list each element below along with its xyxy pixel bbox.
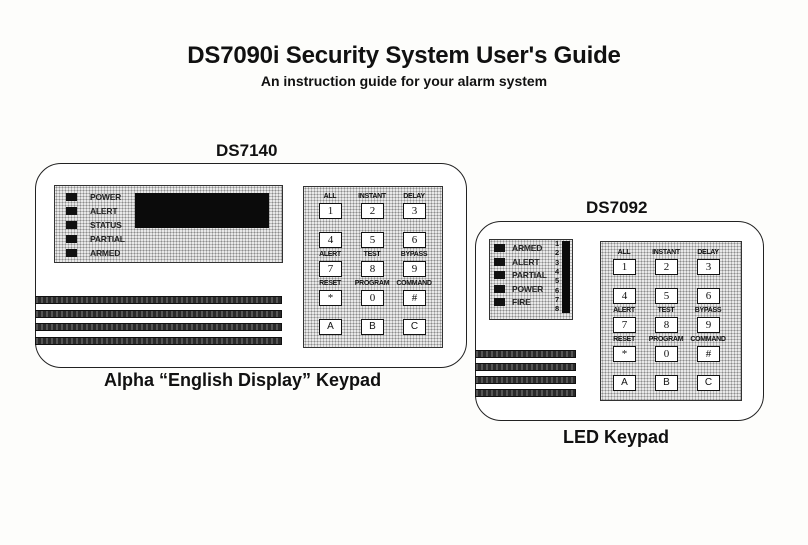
keypad-key-4[interactable]: 4 — [319, 232, 342, 248]
zone-number: 2 — [555, 248, 560, 258]
indicator-led-icon — [494, 284, 505, 293]
key-function-label: COMMAND — [396, 280, 432, 287]
key-function-label: INSTANT — [358, 193, 386, 200]
indicator-label: PARTIAL — [512, 270, 547, 280]
speaker-grille-line — [475, 389, 576, 397]
indicator-led-icon — [66, 249, 77, 257]
keypad-key-1[interactable]: 1 — [319, 203, 342, 219]
document-title: DS7090i Security System User's Guide — [187, 42, 621, 69]
key-function-label: TEST — [363, 251, 381, 258]
keypad-key-star[interactable]: * — [319, 290, 342, 306]
zone-number: 7 — [555, 294, 560, 304]
key-function-label: COMMAND — [690, 336, 726, 343]
keypad-key-8[interactable]: 8 — [655, 317, 678, 333]
key-function-label: DELAY — [697, 249, 719, 256]
keypad-key-0[interactable]: 0 — [361, 290, 384, 306]
led-status-panel — [489, 239, 573, 320]
keypad-key-star[interactable]: * — [613, 346, 636, 362]
speaker-grille-line — [475, 376, 576, 384]
indicator-label: ALERT — [512, 256, 540, 267]
key-function-label: INSTANT — [652, 249, 680, 256]
indicator-label: ARMED — [90, 248, 121, 258]
keypad-key-6[interactable]: 6 — [697, 288, 720, 304]
zone-led-strip — [562, 241, 570, 313]
speaker-grille-line — [475, 363, 576, 371]
indicator-label: POWER — [90, 192, 122, 202]
indicator-label: FIRE — [512, 297, 531, 307]
keypad-key-B[interactable]: B — [361, 319, 384, 335]
indicator-label: STATUS — [90, 220, 122, 230]
key-function-label: RESET — [319, 280, 341, 287]
key-function-label: ALERT — [613, 307, 635, 314]
keypad-key-hash[interactable]: # — [697, 346, 720, 362]
speaker-grille-line — [475, 350, 576, 358]
indicator-label: ALERT — [90, 206, 118, 216]
keypad-key-hash[interactable]: # — [403, 290, 426, 306]
keypad-key-6[interactable]: 6 — [403, 232, 426, 248]
key-function-label: PROGRAM — [648, 336, 684, 343]
indicator-label: ARMED — [512, 243, 543, 253]
keypad-key-9[interactable]: 9 — [697, 317, 720, 333]
key-function-label: TEST — [657, 307, 675, 314]
key-function-label: ALERT — [319, 251, 341, 258]
zone-number: 4 — [555, 266, 560, 276]
keypad-key-0[interactable]: 0 — [655, 346, 678, 362]
indicator-led-icon — [494, 271, 505, 279]
keypad-key-3[interactable]: 3 — [403, 203, 426, 219]
led-keypad-model: DS7092 — [586, 198, 648, 217]
keypad-key-8[interactable]: 8 — [361, 261, 384, 277]
key-function-label: BYPASS — [400, 251, 428, 258]
indicator-led-icon — [66, 193, 77, 201]
zone-number: 3 — [555, 257, 560, 267]
keypad-key-7[interactable]: 7 — [613, 317, 636, 333]
speaker-grille-line — [35, 296, 282, 304]
indicator-label: PARTIAL — [90, 234, 125, 244]
zone-number: 6 — [555, 285, 560, 295]
keypad-key-2[interactable]: 2 — [655, 259, 678, 275]
indicator-led-icon — [494, 244, 505, 252]
keypad-key-2[interactable]: 2 — [361, 203, 384, 219]
keypad-key-7[interactable]: 7 — [319, 261, 342, 277]
led-keypad-caption: LED Keypad — [563, 427, 670, 447]
zone-number: 8 — [555, 304, 560, 314]
keypad-key-4[interactable]: 4 — [613, 288, 636, 304]
key-function-label: ALL — [323, 193, 337, 200]
keypad-key-9[interactable]: 9 — [403, 261, 426, 277]
key-function-label: RESET — [613, 336, 635, 343]
document-subtitle: An instruction guide for your alarm syst… — [260, 73, 548, 89]
zone-number: 5 — [555, 276, 560, 286]
zone-number: 1 — [555, 239, 560, 248]
speaker-grille-line — [35, 337, 282, 345]
keypad-key-A[interactable]: A — [319, 319, 342, 335]
key-function-label: PROGRAM — [354, 280, 390, 287]
indicator-led-icon — [66, 221, 77, 229]
keypad-key-3[interactable]: 3 — [697, 259, 720, 275]
keypad-key-5[interactable]: 5 — [655, 288, 678, 304]
keypad-key-5[interactable]: 5 — [361, 232, 384, 248]
indicator-led-icon — [494, 257, 505, 266]
alpha-lcd-display — [135, 193, 269, 228]
speaker-grille-line — [35, 323, 282, 331]
key-function-label: DELAY — [403, 193, 425, 200]
keypad-key-1[interactable]: 1 — [613, 259, 636, 275]
speaker-grille-line — [35, 310, 282, 318]
keypad-key-C[interactable]: C — [403, 319, 426, 335]
indicator-led-icon — [494, 298, 505, 306]
keypad-key-A[interactable]: A — [613, 375, 636, 391]
indicator-label: POWER — [512, 283, 544, 294]
key-function-label: BYPASS — [694, 307, 722, 314]
alpha-keypad-model: DS7140 — [216, 141, 278, 160]
keypad-key-C[interactable]: C — [697, 375, 720, 391]
indicator-led-icon — [66, 207, 77, 215]
alpha-keypad-caption: Alpha “English Display” Keypad — [104, 370, 382, 390]
key-function-label: ALL — [617, 249, 631, 256]
indicator-led-icon — [66, 235, 77, 243]
keypad-key-B[interactable]: B — [655, 375, 678, 391]
